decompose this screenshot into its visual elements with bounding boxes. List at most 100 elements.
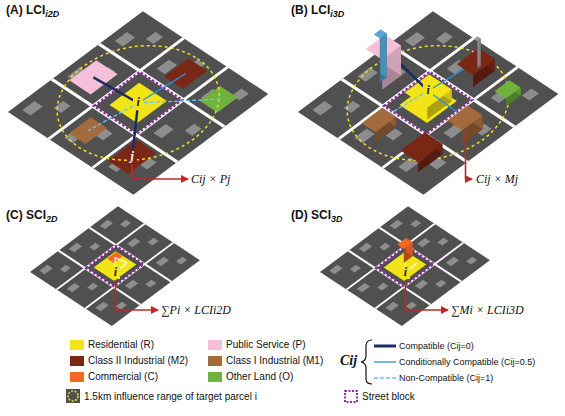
- panel-title-subscript: i2D: [45, 9, 59, 19]
- building-footprint: [39, 265, 52, 275]
- building-footprint: [350, 265, 361, 273]
- road: [91, 66, 228, 168]
- building-footprint: [176, 257, 187, 265]
- legend-swatch: [70, 340, 84, 350]
- legend-swatch: [208, 372, 222, 382]
- building-footprint: [156, 257, 169, 266]
- building-footprint: [435, 280, 446, 288]
- influence-ring: [57, 46, 219, 161]
- building-footprint: [417, 238, 430, 247]
- building-footprint: [89, 243, 100, 251]
- parcel-id: i: [136, 95, 139, 109]
- legend-text: Conditionally Compatible (Cij=0.5): [399, 356, 535, 368]
- building-top: [401, 133, 443, 163]
- connector: [115, 280, 158, 310]
- panel-title-main: (D) SCI: [291, 208, 331, 222]
- formula-text: ∑Mi × LCIi3D: [451, 303, 524, 317]
- building-footprint: [116, 302, 127, 310]
- building-top: [457, 48, 495, 75]
- building-footprint: [127, 238, 140, 247]
- road: [374, 242, 464, 309]
- building-side: [478, 36, 481, 66]
- street-block-outline: [94, 72, 182, 134]
- leader-arrow: [466, 132, 473, 179]
- building-footprint: [22, 101, 42, 116]
- formula-box: Cij × Mj: [475, 172, 519, 186]
- industrial-parcel: [164, 58, 207, 89]
- panel-title-subscript: 3D: [331, 214, 343, 224]
- legend-ring-ground: [66, 389, 80, 403]
- legend-text: Other Land (O): [226, 371, 293, 383]
- building-footprint: [54, 101, 71, 113]
- building-footprint: [344, 101, 361, 113]
- panel-title-main: (A) LCI: [6, 3, 45, 17]
- panel-title-main: (C) SCI: [6, 208, 46, 222]
- panel-title: (B) LCIi3D: [291, 3, 344, 19]
- parcel-label: j: [127, 150, 136, 163]
- road: [346, 223, 436, 290]
- building-top: [362, 108, 396, 132]
- building-top: [397, 238, 412, 249]
- building-top: [447, 105, 482, 130]
- panel-title-main: (B) LCI: [291, 3, 330, 17]
- building-footprint: [69, 243, 82, 252]
- legend-text: Public Service (P): [226, 339, 305, 351]
- legend-symbol: Cij: [340, 353, 357, 369]
- formula-text: Cij × Pj: [191, 172, 230, 186]
- building-footprint: [415, 280, 428, 289]
- road: [84, 242, 174, 309]
- building-footprint: [354, 129, 374, 144]
- legend-brace: [361, 340, 372, 384]
- building-footprint: [410, 220, 421, 228]
- building-footprint: [67, 283, 80, 292]
- panel-a: [8, 11, 268, 194]
- panel-title: (A) LCIi2D: [6, 3, 59, 19]
- building-footprint: [436, 32, 453, 44]
- compatibility-line: [88, 103, 138, 131]
- connector: [133, 110, 137, 149]
- building-footprint: [466, 257, 477, 265]
- building-footprint: [100, 220, 113, 229]
- building-footprint: [379, 243, 390, 251]
- building-footprint: [438, 238, 449, 246]
- building-footprint: [154, 124, 174, 138]
- building-footprint: [522, 89, 539, 101]
- formula-text: ∑Pi × LCIi2D: [161, 303, 231, 317]
- panel-title-subscript: 2D: [46, 214, 58, 224]
- building-footprint: [359, 243, 372, 252]
- connector: [132, 164, 188, 179]
- panel-title: (C) SCI2D: [6, 208, 58, 224]
- panel-b: [298, 11, 558, 194]
- building-footprint: [357, 283, 370, 292]
- building-footprint: [60, 265, 71, 273]
- compatibility-line: [115, 257, 127, 262]
- legend-ring-sample: [68, 391, 78, 401]
- building-footprint: [87, 283, 98, 291]
- building-footprint: [446, 257, 459, 266]
- formula-box: Cij × Pj: [190, 172, 231, 186]
- building-footprint: [185, 124, 202, 136]
- compatibility-line: [93, 77, 138, 103]
- legend-swatch: [208, 356, 222, 366]
- compatibility-line: [138, 74, 186, 103]
- legend-line-sample: [374, 345, 396, 348]
- parcel-id: i: [426, 83, 429, 97]
- legend-line-sample: [374, 361, 396, 362]
- road: [381, 66, 518, 168]
- building-footprint: [377, 283, 388, 291]
- legend-text: Compatible (Cij=0): [399, 340, 474, 352]
- legend-text: 1.5km influence range of target parcel i: [84, 391, 257, 403]
- parcel-label: i: [111, 266, 120, 279]
- building-footprint: [148, 238, 159, 246]
- building-footprint: [146, 32, 163, 44]
- building-footprint: [115, 32, 135, 47]
- formula-box: ∑Pi × LCIi2D: [160, 303, 232, 317]
- industrial-parcel: [69, 117, 107, 144]
- building-top: [374, 29, 387, 38]
- building-footprint: [406, 302, 417, 310]
- parcel-id: i: [114, 265, 117, 279]
- parcel-label: i: [423, 84, 432, 97]
- building-footprint: [329, 265, 342, 275]
- legend-text: Non-Compatible (Cij=1): [399, 372, 493, 384]
